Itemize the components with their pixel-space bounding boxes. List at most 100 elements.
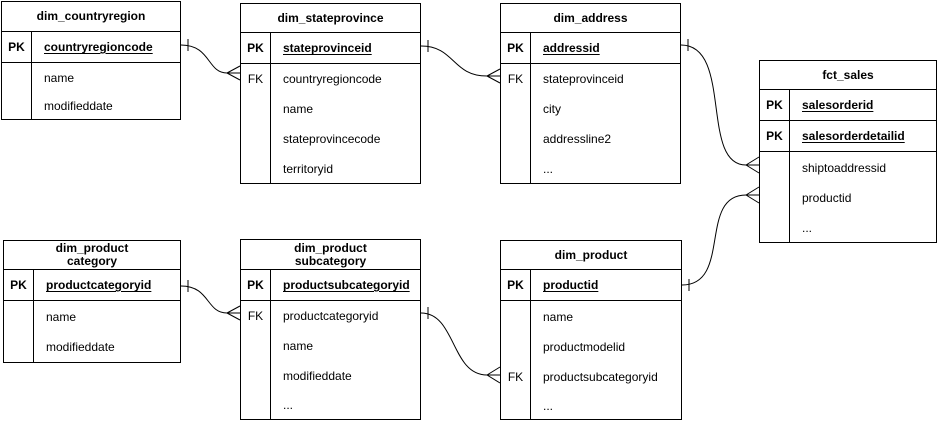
key-label [4,332,34,362]
entity-fct-sales[interactable]: fct_sales PK salesorderid PK salesorderd… [759,60,937,243]
pk-field: productcategoryid [46,278,152,292]
attr-row: name [501,301,681,332]
pk-row: PK stateprovinceid [241,33,420,64]
attr-row: territoryid [241,154,420,183]
attr-field: productsubcategoryid [543,370,658,384]
pk-row: PK addressid [501,33,680,64]
key-label [241,331,271,361]
entity-dim-product[interactable]: dim_product PK productid name productmod… [500,240,682,420]
crow-foot [745,186,760,204]
attr-row: name [241,331,420,361]
attr-field: productmodelid [543,340,626,354]
entity-title: dim_countryregion [2,2,180,32]
attr-field: name [283,339,314,353]
attr-field: shiptoaddressid [802,160,887,175]
pk-row: PK productid [501,270,681,301]
entity-title: dim_product subcategory [241,240,420,270]
key-label [241,391,271,419]
attr-row: FK stateprovinceid [501,64,680,94]
edge-stateprovince-address[interactable] [420,40,501,84]
attr-field: stateprovincecode [283,132,381,146]
key-label [241,154,271,183]
key-label: FK [501,64,531,94]
key-label: FK [241,301,271,331]
entity-dim-stateprovince[interactable]: dim_stateprovince PK stateprovinceid FK … [240,3,421,184]
key-label: PK [501,270,531,300]
edge-countryregion-stateprovince[interactable] [180,39,241,81]
edge-category-subcategory[interactable] [180,280,241,321]
key-label [2,63,32,92]
attr-row: modifieddate [2,92,180,119]
attr-field: name [44,70,75,85]
entity-title: dim_product [501,241,681,270]
entity-title: dim_address [501,4,680,33]
key-label [241,94,271,124]
entity-dim-address[interactable]: dim_address PK addressid FK stateprovinc… [500,3,681,184]
attr-row: addressline2 [501,124,680,154]
attr-field: modifieddate [46,340,115,354]
entity-dim-countryregion[interactable]: dim_countryregion PK countryregioncode n… [1,1,181,120]
pk-row: PK salesorderdetailid [760,121,936,152]
attr-field: stateprovinceid [543,72,624,86]
pk-field: productid [543,278,599,292]
attr-row: ... [760,213,936,242]
key-label [501,124,531,154]
attr-row: productmodelid [501,332,681,362]
key-label: PK [760,90,790,120]
attr-field: city [543,102,561,116]
key-label: PK [241,270,271,300]
attr-row: FK countryregioncode [241,64,420,94]
pk-field: countryregioncode [44,40,153,54]
attr-field: productcategoryid [283,309,379,323]
pk-row: PK productcategoryid [4,270,180,301]
attr-row: shiptoaddressid [760,152,936,183]
edge-subcategory-product[interactable] [420,307,501,384]
key-label [501,301,531,332]
key-label [2,92,32,119]
key-label [4,301,34,332]
attr-row: name [241,94,420,124]
key-label [760,152,790,183]
pk-field: addressid [543,41,600,55]
attr-field: ... [283,398,294,412]
key-label: FK [501,362,531,392]
key-label [501,154,531,183]
key-label: PK [4,270,34,300]
entity-dim-product-category[interactable]: dim_product category PK productcategoryi… [3,240,181,363]
crow-foot [745,156,760,174]
attr-row: ... [501,154,680,183]
pk-row: PK salesorderid [760,90,936,121]
attr-field: territoryid [283,161,334,176]
entity-title: dim_stateprovince [241,4,420,33]
key-label [241,124,271,154]
pk-field: stateprovinceid [283,41,372,55]
attr-field: ... [543,161,554,176]
attr-row: city [501,94,680,124]
key-label [501,94,531,124]
attr-field: countryregioncode [283,72,382,86]
entity-title: fct_sales [760,61,936,90]
entity-dim-product-subcategory[interactable]: dim_product subcategory PK productsubcat… [240,239,421,420]
attr-field: ... [543,398,554,413]
key-label [501,392,531,419]
edge-product-fctsales[interactable] [681,186,760,291]
pk-field: productsubcategoryid [283,278,410,292]
attr-field: name [543,309,574,324]
attr-field: addressline2 [543,132,612,146]
key-label: PK [501,33,531,63]
edge-address-fctsales[interactable] [680,39,760,174]
crow-foot [486,68,501,84]
pk-field: salesorderdetailid [802,129,905,143]
crow-foot [486,366,501,384]
attr-row: ... [501,392,681,419]
key-label: FK [241,64,271,94]
attr-field: name [283,102,314,116]
key-label [760,213,790,242]
attr-field: modifieddate [283,369,352,383]
attr-row: FK productcategoryid [241,301,420,331]
crow-foot [226,65,241,81]
key-label [501,332,531,362]
attr-field: name [46,309,77,324]
attr-row: productid [760,183,936,213]
